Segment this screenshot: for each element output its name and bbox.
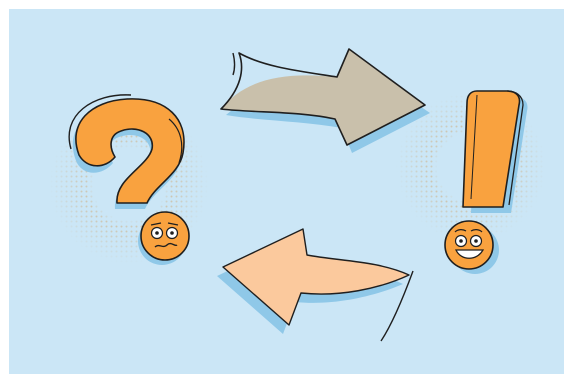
illustration-canvas — [9, 9, 564, 374]
illustration-panel — [9, 9, 564, 374]
